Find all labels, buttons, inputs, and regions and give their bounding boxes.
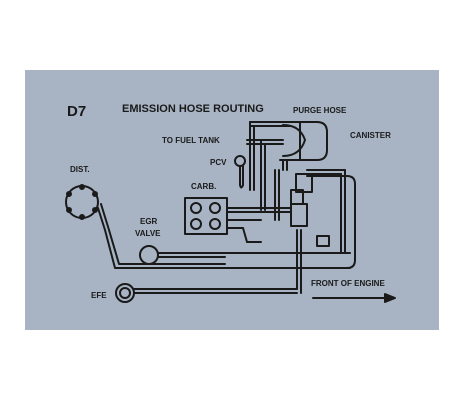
front-of-engine-arrow bbox=[312, 293, 396, 303]
front-of-engine-label: FRONT OF ENGINE bbox=[311, 279, 385, 288]
pcv-valve bbox=[234, 155, 246, 189]
pcv-label: PCV bbox=[210, 158, 227, 167]
emission-decal: D7 EMISSION HOSE ROUTING PURGE HOSE TO F… bbox=[25, 70, 439, 330]
engine-fittings bbox=[260, 169, 346, 253]
carb-label: CARB. bbox=[191, 182, 216, 191]
efe bbox=[115, 229, 302, 303]
decal-title: EMISSION HOSE ROUTING bbox=[122, 103, 264, 115]
egr-valve bbox=[139, 245, 351, 265]
purge-hose-lines bbox=[246, 121, 291, 221]
hose-routing-diagram: D7 EMISSION HOSE ROUTING PURGE HOSE TO F… bbox=[65, 103, 396, 303]
return-loop bbox=[306, 175, 356, 269]
egr-valve-label: VALVE bbox=[135, 229, 161, 238]
canister bbox=[279, 121, 328, 161]
canister-label: CANISTER bbox=[350, 131, 391, 140]
distributor bbox=[65, 184, 351, 269]
dist-label: DIST. bbox=[70, 165, 90, 174]
purge-hose-label: PURGE HOSE bbox=[293, 106, 347, 115]
decal-code: D7 bbox=[67, 103, 86, 120]
to-fuel-tank-label: TO FUEL TANK bbox=[162, 136, 220, 145]
egr-label: EGR bbox=[140, 217, 158, 226]
efe-label: EFE bbox=[91, 291, 107, 300]
